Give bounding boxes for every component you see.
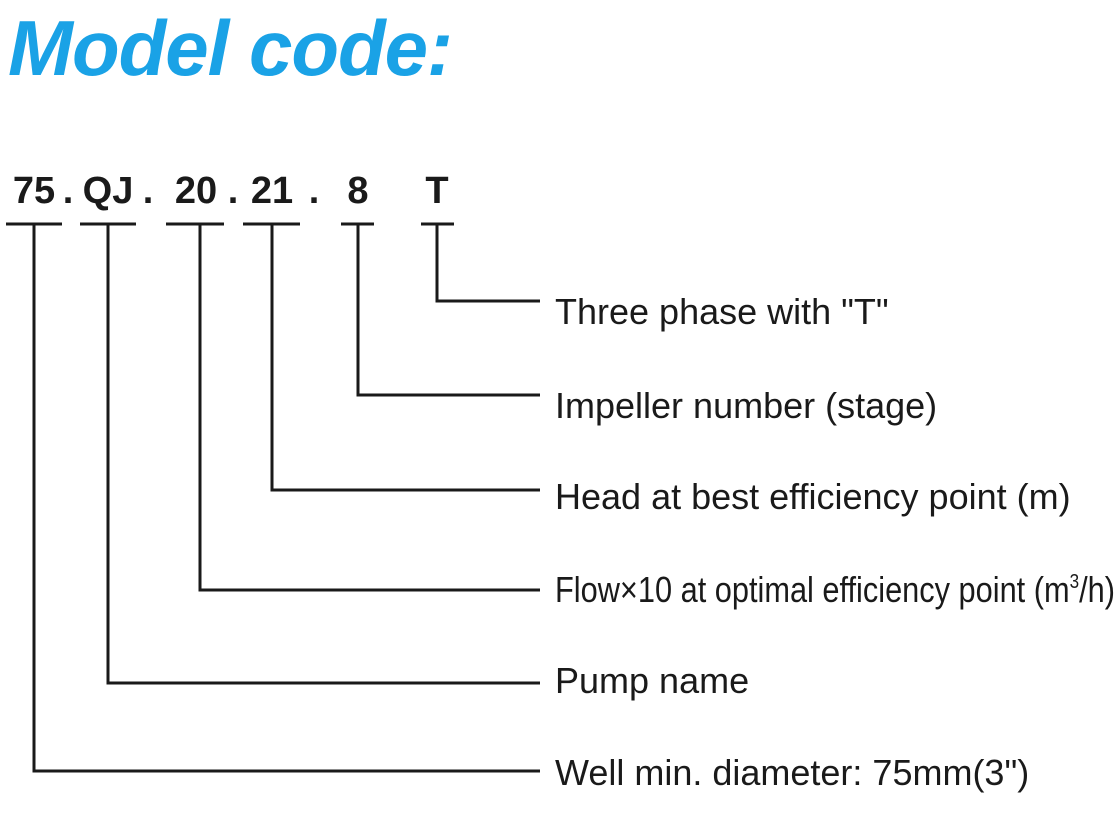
leader-line-21 bbox=[270, 224, 540, 492]
leader-line-qj bbox=[106, 224, 540, 685]
code-separator-3: . bbox=[228, 170, 239, 212]
diagram-title: Model code: bbox=[8, 4, 453, 92]
code-separator-1: . bbox=[63, 170, 74, 212]
leader-line-75 bbox=[32, 224, 540, 773]
code-segment-t: T bbox=[425, 170, 448, 212]
description-flow: Flow×10 at optimal efficiency point (m3/… bbox=[555, 569, 1115, 610]
leader-line-t bbox=[435, 224, 540, 303]
description-head: Head at best efficiency point (m) bbox=[555, 476, 1071, 517]
code-segment-75: 75 bbox=[13, 170, 55, 212]
code-separator-2: . bbox=[143, 170, 154, 212]
description-flow-superscript: 3 bbox=[1070, 571, 1080, 593]
code-separator-4: . bbox=[309, 170, 320, 212]
code-segment-8: 8 bbox=[347, 170, 368, 212]
code-segment-20: 20 bbox=[175, 170, 217, 212]
description-well-diameter: Well min. diameter: 75mm(3") bbox=[555, 752, 1029, 793]
code-segment-21: 21 bbox=[251, 170, 293, 212]
description-flow-main: Flow×10 at optimal efficiency point (m bbox=[555, 569, 1070, 610]
description-impeller-number: Impeller number (stage) bbox=[555, 385, 937, 426]
code-segment-qj: QJ bbox=[83, 170, 134, 212]
leader-line-8 bbox=[356, 224, 540, 397]
description-pump-name: Pump name bbox=[555, 660, 749, 701]
description-three-phase: Three phase with "T" bbox=[555, 291, 889, 332]
description-flow-unit: /h) bbox=[1079, 569, 1115, 610]
leader-line-20 bbox=[198, 224, 540, 592]
